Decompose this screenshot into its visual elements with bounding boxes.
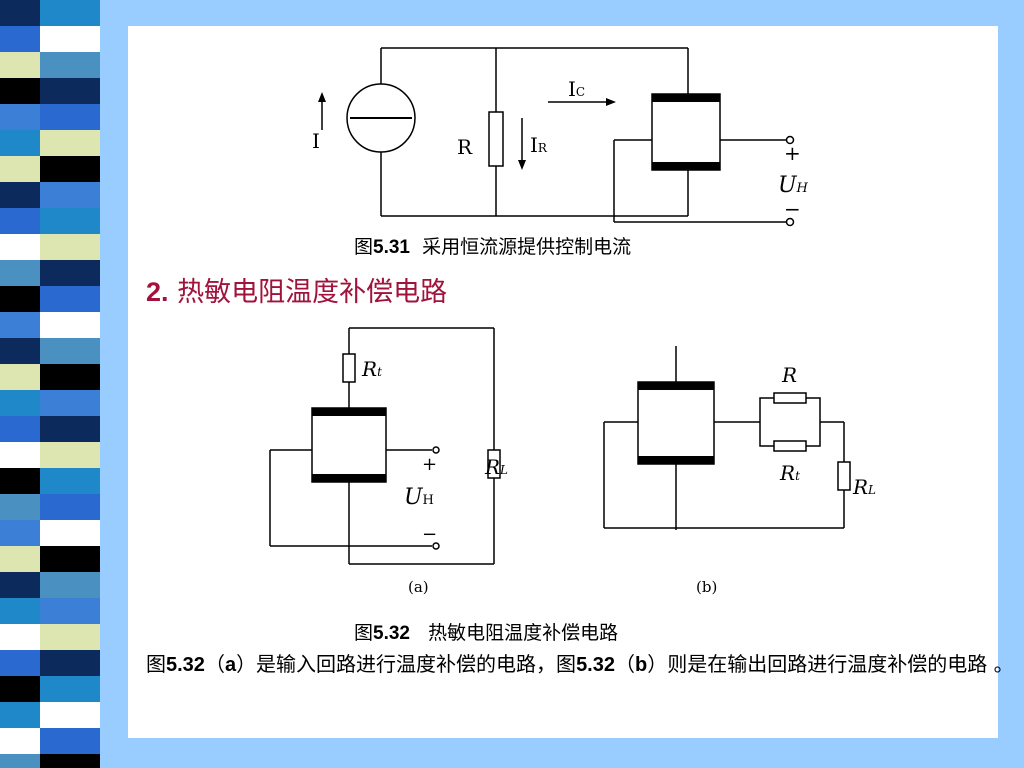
strip-block <box>40 234 100 260</box>
strip-block <box>40 52 100 78</box>
strip-block <box>0 26 40 52</box>
strip-block <box>0 520 40 546</box>
strip-block <box>0 390 40 416</box>
figure-5-32a-circuit: Rt RL UH + − (a) <box>269 327 508 596</box>
thermistor-label: Rt <box>361 357 382 381</box>
output-minus-label: − <box>422 524 437 545</box>
section-heading: 2. 热敏电阻温度补偿电路 <box>146 277 448 308</box>
strip-block <box>40 364 100 390</box>
strip-block <box>40 26 100 52</box>
strip-block <box>40 312 100 338</box>
fig532a-labels: Rt RL UH <box>361 357 508 510</box>
strip-block <box>0 624 40 650</box>
strip-block <box>0 728 40 754</box>
strip-block <box>0 338 40 364</box>
strip-block <box>0 286 40 312</box>
thermistor-label: Rt <box>779 461 800 485</box>
fig531-labels: I R IR IC + − UH <box>312 77 809 221</box>
decorative-left-strip <box>0 0 120 768</box>
strip-block <box>40 728 100 754</box>
load-resistor-label: RL <box>852 475 876 499</box>
strip-block <box>0 260 40 286</box>
figure-5-32b-circuit: R Rt RL (b) <box>603 346 876 596</box>
output-voltage-label: UH <box>778 173 809 198</box>
strip-block <box>0 650 40 676</box>
strip-block <box>40 286 100 312</box>
strip-block <box>0 468 40 494</box>
strip-block <box>40 494 100 520</box>
strip-block <box>0 754 40 768</box>
strip-block <box>40 338 100 364</box>
strip-block <box>0 416 40 442</box>
strip-block <box>0 0 40 26</box>
strip-block <box>0 442 40 468</box>
strip-block <box>40 468 100 494</box>
strip-block <box>0 78 40 104</box>
figure-5-32-caption: 图5.32 热敏电阻温度补偿电路 <box>354 622 619 644</box>
fig532b-labels: R Rt RL <box>779 363 876 499</box>
strip-block <box>0 208 40 234</box>
output-voltage-label: UH <box>404 485 434 510</box>
strip-block <box>0 52 40 78</box>
strip-block <box>0 234 40 260</box>
strip-block <box>40 104 100 130</box>
strip-block <box>0 598 40 624</box>
resistor-label: R <box>457 135 473 159</box>
strip-block <box>40 156 100 182</box>
strip-block <box>40 598 100 624</box>
strip-block <box>40 208 100 234</box>
strip-block <box>40 0 100 26</box>
strip-block <box>0 546 40 572</box>
strip-block <box>40 130 100 156</box>
strip-block <box>40 442 100 468</box>
strip-block <box>40 390 100 416</box>
control-current-label: IC <box>568 77 585 101</box>
strip-block <box>0 494 40 520</box>
strip-block <box>0 676 40 702</box>
description-paragraph: 图5.32（a）是输入回路进行温度补偿的电路，图5.32（b）则是在输出回路进行… <box>146 652 1014 676</box>
strip-block <box>40 260 100 286</box>
strip-block <box>0 572 40 598</box>
strip-block <box>40 182 100 208</box>
strip-block <box>40 650 100 676</box>
strip-block <box>40 78 100 104</box>
strip-block <box>40 754 100 768</box>
strip-block <box>0 364 40 390</box>
sub-figure-a-label: (a) <box>408 578 429 596</box>
strip-block <box>40 520 100 546</box>
strip-block <box>40 546 100 572</box>
strip-block <box>40 676 100 702</box>
strip-block <box>40 572 100 598</box>
strip-block <box>40 702 100 728</box>
load-resistor-label: RL <box>484 455 508 479</box>
slide-content-panel: I R IR IC + − UH 图5.31 采用恒流源提供控制电流 2. 热敏… <box>128 26 1014 738</box>
resistor-label: R <box>781 363 797 387</box>
strip-block <box>0 312 40 338</box>
strip-block <box>40 416 100 442</box>
strip-block <box>40 624 100 650</box>
strip-block <box>0 130 40 156</box>
output-plus-label: + <box>784 141 801 165</box>
strip-block <box>0 104 40 130</box>
strip-block <box>0 702 40 728</box>
sub-figure-b-label: (b) <box>696 578 717 596</box>
strip-block <box>0 156 40 182</box>
output-minus-label: − <box>784 197 801 221</box>
resistor-current-label: IR <box>530 133 548 157</box>
output-plus-label: + <box>422 454 437 475</box>
current-source-label: I <box>312 129 320 153</box>
strip-block <box>0 182 40 208</box>
figure-5-31-caption: 图5.31 采用恒流源提供控制电流 <box>354 236 632 258</box>
figure-5-31-circuit: I R IR IC + − UH <box>312 47 809 227</box>
